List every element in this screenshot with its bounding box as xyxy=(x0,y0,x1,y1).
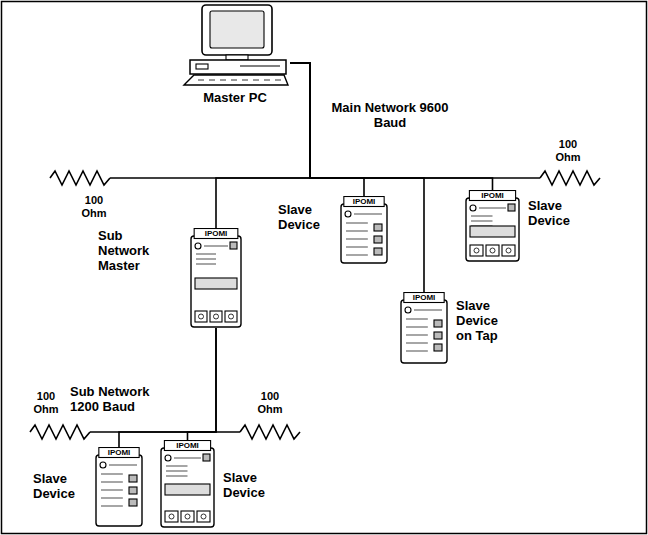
device-label: Slave Device xyxy=(528,198,584,228)
network-cable xyxy=(290,63,364,196)
resistor-value: 100 Ohm xyxy=(252,390,288,416)
resistor-symbol xyxy=(50,171,110,185)
device-label: Slave Device xyxy=(223,470,279,500)
network-label: Main Network 9600 Baud xyxy=(330,100,450,130)
brand-tag: IPOMI xyxy=(190,229,242,239)
brand-tag: IPOMI xyxy=(95,448,143,458)
network-cable xyxy=(188,328,217,440)
resistor-value: 100 Ohm xyxy=(76,194,112,220)
device-node: IPOMISlave Device xyxy=(95,447,143,527)
device-icon xyxy=(190,228,242,328)
device-icon xyxy=(160,440,215,528)
device-icon xyxy=(95,447,143,527)
computer-node: Master PC xyxy=(180,4,290,86)
resistor-value: 100 Ohm xyxy=(550,138,586,164)
device-node: IPOMISlave Device on Tap xyxy=(400,292,448,364)
device-label: Slave Device xyxy=(278,202,334,232)
network-cable xyxy=(290,63,493,190)
device-node: IPOMISlave Device xyxy=(465,190,520,262)
network-label: Sub Network 1200 Baud xyxy=(70,384,170,414)
device-node: IPOMISub Network Master xyxy=(190,228,242,328)
device-icon xyxy=(400,292,448,364)
brand-tag: IPOMI xyxy=(340,197,388,207)
brand-tag: IPOMI xyxy=(160,441,215,451)
brand-tag: IPOMI xyxy=(400,293,448,303)
device-icon xyxy=(340,196,388,264)
resistor-symbol xyxy=(540,171,600,185)
device-label: Sub Network Master xyxy=(98,228,168,273)
resistor-symbol xyxy=(240,425,300,439)
device-node: IPOMISlave Device xyxy=(160,440,215,528)
device-label: Slave Device on Tap xyxy=(456,298,512,343)
device-node: IPOMISlave Device xyxy=(340,196,388,264)
computer-icon xyxy=(180,4,290,86)
device-icon xyxy=(465,190,520,262)
brand-tag: IPOMI xyxy=(465,191,520,201)
device-label: Slave Device xyxy=(33,471,89,501)
resistor-value: 100 Ohm xyxy=(28,390,64,416)
resistor-symbol xyxy=(30,425,90,439)
device-label: Master PC xyxy=(195,90,275,105)
